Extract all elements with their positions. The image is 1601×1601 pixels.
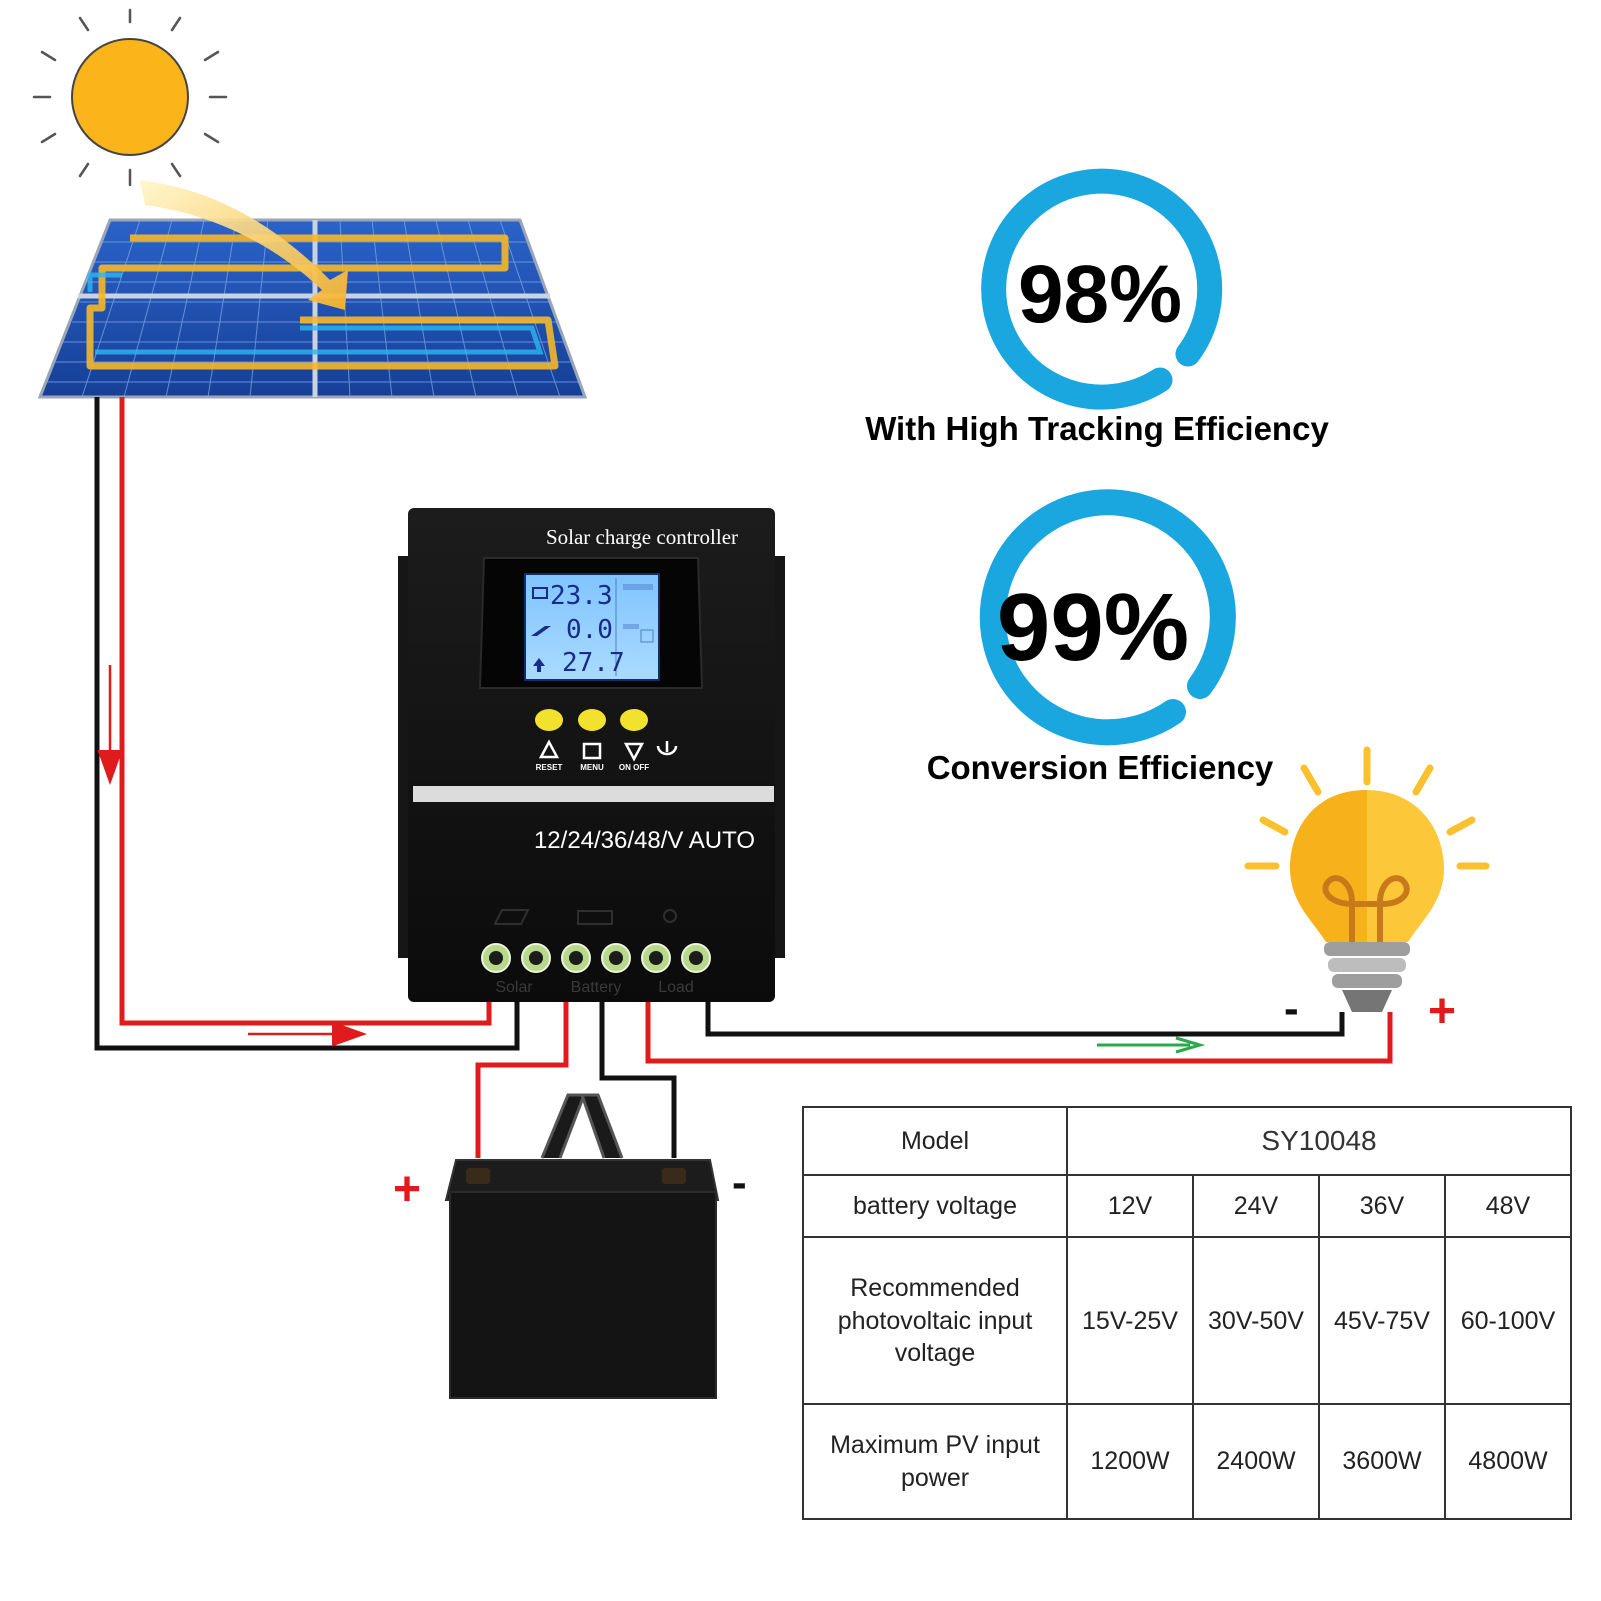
- lcd-load-reading: 27.7: [562, 648, 625, 678]
- bulb-positive-sign: +: [1428, 985, 1457, 1038]
- terminal-screw[interactable]: [641, 943, 671, 973]
- table-cell: 4800W: [1444, 1403, 1572, 1520]
- battery-icon: [532, 587, 548, 599]
- wires: [94, 397, 1393, 1158]
- battery-negative-wire: [599, 1002, 677, 1158]
- lcd-solar-reading: 0.0: [566, 615, 613, 645]
- button-on-off[interactable]: ON OFF: [619, 709, 678, 772]
- terminal-icons: [493, 909, 677, 925]
- sun-icon: [32, 8, 228, 187]
- voltage-label: 12/24/36/48/V AUTO: [534, 827, 755, 854]
- terminal-screw[interactable]: [601, 943, 631, 973]
- table-row: battery voltage 12V 24V 36V 48V: [802, 1174, 1572, 1239]
- row-label: Recommended photovoltaic input voltage: [802, 1236, 1068, 1406]
- conversion-efficiency-caption: Conversion Efficiency: [926, 749, 1274, 786]
- controller-title: Solar charge controller: [546, 525, 738, 549]
- efficiency-99-value: 99%: [997, 574, 1189, 681]
- table-row: Model SY10048: [802, 1105, 1572, 1177]
- button-on-off-label: ON OFF: [619, 763, 649, 772]
- battery-negative-sign: -: [732, 1158, 747, 1207]
- terminal-screw[interactable]: [521, 943, 551, 973]
- flow-arrows: [97, 665, 1206, 1054]
- tracking-efficiency-caption: With High Tracking Efficiency: [865, 410, 1329, 447]
- up-triangle-icon: [538, 739, 560, 759]
- menu-icon: [582, 742, 602, 760]
- table-cell: 2400W: [1192, 1403, 1320, 1520]
- spec-table: Model SY10048 battery voltage 12V 24V 36…: [802, 1105, 1572, 1520]
- battery-positive-sign: +: [393, 1163, 422, 1216]
- light-bulb-icon: [1244, 746, 1490, 1012]
- table-row: Recommended photovoltaic input voltage 1…: [802, 1236, 1572, 1406]
- efficiency-98-value: 98%: [1018, 249, 1182, 340]
- terminal-label-battery: Battery: [571, 979, 622, 996]
- efficiency-ring-99: 99%: [979, 489, 1236, 746]
- terminal-screw[interactable]: [561, 943, 591, 973]
- power-icon: [656, 741, 678, 756]
- row-label: Maximum PV input power: [802, 1403, 1068, 1520]
- button-menu[interactable]: MENU: [578, 709, 606, 772]
- table-cell: 48V: [1444, 1174, 1572, 1239]
- solar-positive-wire: [119, 397, 492, 1026]
- efficiency-ring-98: 98%: [981, 168, 1223, 410]
- solar-negative-wire: [94, 397, 520, 1051]
- table-cell: 36V: [1318, 1174, 1446, 1239]
- load-positive-wire: [645, 1002, 1393, 1064]
- terminal-label-load: Load: [658, 979, 694, 996]
- table-cell: 15V-25V: [1066, 1236, 1194, 1406]
- bulb-mini-icon: [533, 658, 545, 672]
- terminal-label-solar: Solar: [495, 979, 533, 996]
- button-reset[interactable]: RESET: [535, 709, 563, 772]
- battery-icon-large: [444, 1093, 720, 1399]
- lcd-battery-reading: 23.3: [550, 581, 613, 611]
- terminal-screw[interactable]: [681, 943, 711, 973]
- panel-icon: [531, 626, 551, 636]
- table-cell: 60-100V: [1444, 1236, 1572, 1406]
- table-cell: 12V: [1066, 1174, 1194, 1239]
- table-cell: 24V: [1192, 1174, 1320, 1239]
- terminal-screw[interactable]: [481, 943, 511, 973]
- row-label: battery voltage: [802, 1174, 1068, 1239]
- terminal-row: [481, 943, 711, 973]
- solar-panel-icon: [37, 180, 588, 399]
- table-cell: 1200W: [1066, 1403, 1194, 1520]
- model-value: SY10048: [1066, 1105, 1572, 1177]
- table-cell: 30V-50V: [1192, 1236, 1320, 1406]
- bulb-negative-sign: -: [1284, 984, 1299, 1033]
- table-cell: 45V-75V: [1318, 1236, 1446, 1406]
- button-menu-label: MENU: [580, 763, 604, 772]
- load-negative-wire: [705, 1002, 1345, 1037]
- table-row: Maximum PV input power 1200W 2400W 3600W…: [802, 1403, 1572, 1520]
- table-cell: 3600W: [1318, 1403, 1446, 1520]
- model-label: Model: [802, 1105, 1068, 1177]
- charge-controller: Solar charge controller 23.3 0.0 27.7 RE…: [398, 508, 785, 1002]
- battery-positive-wire: [475, 1002, 569, 1158]
- right-arrow-load: [1097, 1036, 1206, 1054]
- button-reset-label: RESET: [536, 763, 563, 772]
- down-triangle-icon: [623, 742, 645, 762]
